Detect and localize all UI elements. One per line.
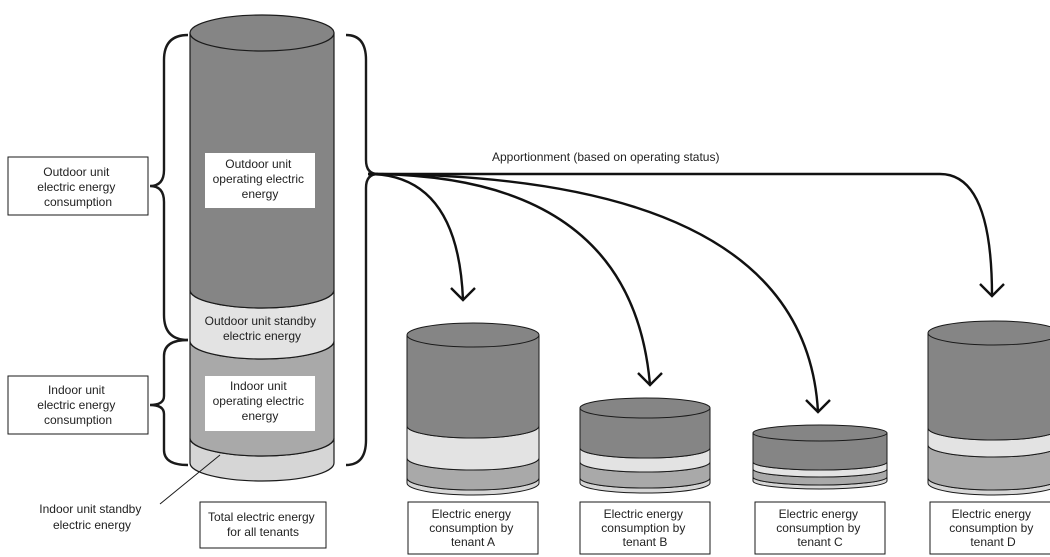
svg-text:Indoor unit operating el: Indoor unit operating electric energy — [213, 379, 308, 423]
tenant-b-cylinder — [579, 397, 711, 494]
indoor-standby-label: Indoor unit standby electric energy — [39, 502, 144, 532]
tenant-d-cylinder — [927, 320, 1050, 496]
total-label-box: Total electric energy for all tenants — [199, 501, 327, 549]
arrowhead-a — [450, 287, 476, 302]
svg-text:Outdoor unit operating e: Outdoor unit operating electric energy — [213, 157, 308, 201]
tenant-a-cylinder — [406, 322, 540, 496]
total-right-brace — [345, 33, 379, 467]
svg-text:Electric energy consumpt: Electric energy consumption by tenant D — [949, 507, 1036, 549]
arrowhead-d — [979, 283, 1005, 298]
arrow-to-tenant-b — [367, 172, 652, 386]
apportionment-arrows — [367, 172, 1005, 414]
svg-text:Electric energy consumpt: Electric energy consumption by tenant B — [601, 507, 688, 549]
svg-text:Electric energy consumpt: Electric energy consumption by tenant A — [429, 507, 516, 549]
arrowhead-c — [805, 399, 831, 414]
tenant-c-cylinder — [752, 424, 888, 490]
arrowhead-b — [637, 372, 663, 387]
tenant-a-label-box: Electric energy consumption by tenant A — [407, 501, 539, 555]
indoor-bracket-box: Indoor unit electric energy consumption — [7, 375, 149, 435]
indoor-left-brace — [149, 338, 189, 467]
svg-text:Indoor unit electric ene: Indoor unit electric energy consumption — [37, 383, 118, 427]
total-cylinder-top — [189, 14, 335, 52]
arrow-to-tenant-a — [367, 172, 465, 301]
tenant-b-label-box: Electric energy consumption by tenant B — [579, 501, 711, 555]
indoor-operating-label: Indoor unit operating electric energy — [205, 376, 315, 431]
outdoor-bracket-box: Outdoor unit electric energy consumption — [7, 156, 149, 216]
svg-text:Outdoor unit electric en: Outdoor unit electric energy consumption — [37, 165, 118, 209]
svg-text:Total electric energy fo: Total electric energy for all tenants — [208, 510, 318, 539]
arrow-to-tenant-c — [367, 172, 820, 413]
tenant-d-label-box: Electric energy consumption by tenant D — [929, 501, 1050, 555]
tenant-c-label-box: Electric energy consumption by tenant C — [754, 501, 886, 555]
arrow-to-tenant-d — [368, 172, 994, 297]
outdoor-standby-label: Outdoor unit standby electric energy — [205, 314, 320, 343]
outdoor-left-brace — [149, 33, 189, 342]
indoor-standby-leader — [159, 454, 221, 505]
outdoor-operating-label: Outdoor unit operating electric energy — [205, 153, 315, 208]
svg-text:Electric energy consumpt: Electric energy consumption by tenant C — [776, 507, 863, 549]
svg-text:Outdoor unit standby ele: Outdoor unit standby electric energy — [205, 314, 320, 343]
apportionment-label: Apportionment (based on operating status… — [492, 150, 719, 164]
